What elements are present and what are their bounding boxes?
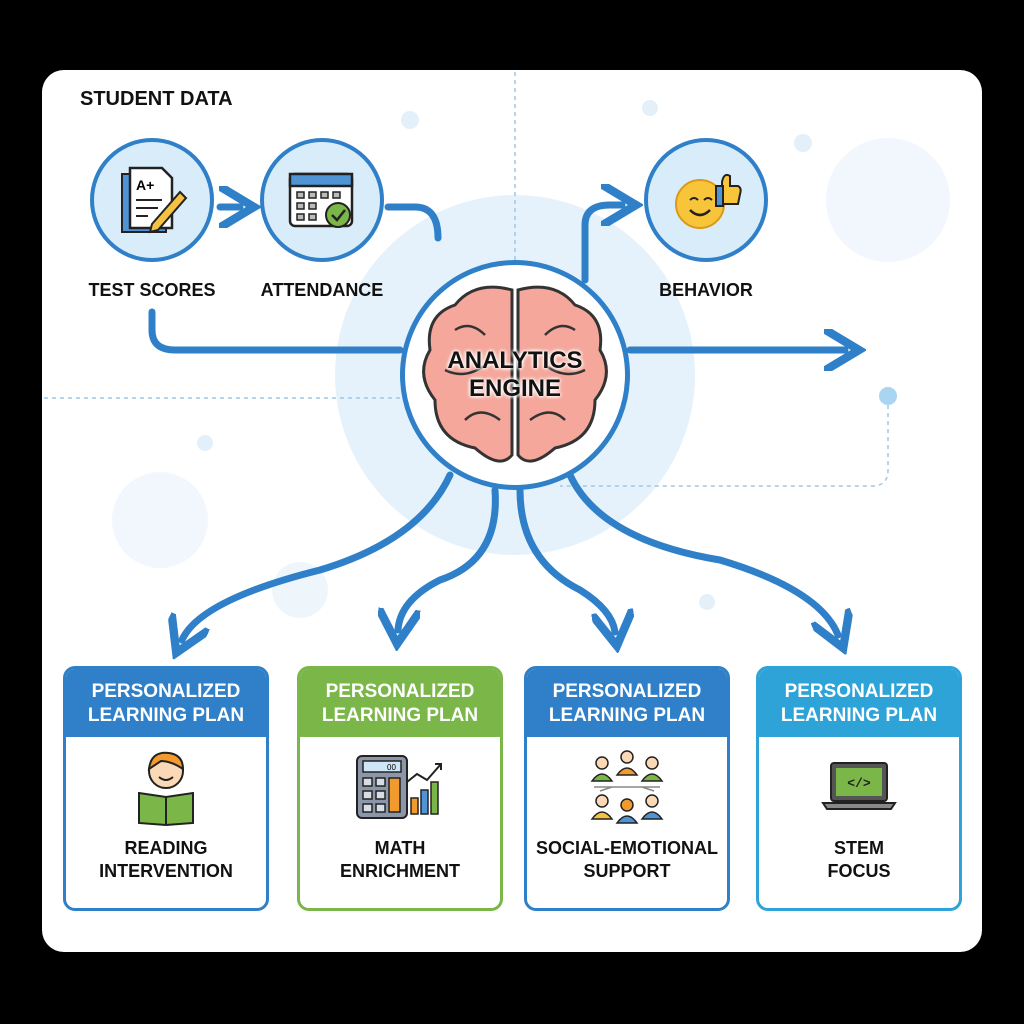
plan-card-math: PERSONALIZED LEARNING PLAN 00 MATH ENRIC… — [297, 666, 503, 911]
plan-card-social: PERSONALIZED LEARNING PLAN SOCIAL-EMOTIO… — [524, 666, 730, 911]
plan-name-line1: READING — [124, 838, 208, 858]
arrow-scores-engine — [148, 308, 404, 354]
plan-name-line2: FOCUS — [827, 861, 891, 881]
arrow-to-social — [516, 486, 615, 632]
arrow-to-math — [398, 486, 499, 630]
engine-title-line2: ENGINE — [468, 375, 561, 402]
brain-icon — [422, 285, 608, 463]
plan-header-line2: LEARNING PLAN — [87, 705, 245, 726]
plan-header: PERSONALIZED LEARNING PLAN — [759, 669, 959, 737]
test-scores-node: A+ — [90, 138, 214, 262]
calendar-check-icon — [288, 172, 354, 228]
plan-header: PERSONALIZED LEARNING PLAN — [66, 669, 266, 737]
plan-card-reading: PERSONALIZED LEARNING PLAN READING INTER… — [63, 666, 269, 911]
arrow-attendance-engine — [384, 203, 442, 242]
plan-name-line1: MATH — [374, 838, 426, 858]
arrow-to-stem — [566, 471, 838, 635]
plan-name-line2: ENRICHMENT — [340, 861, 460, 881]
plan-name-line1: STEM — [833, 838, 884, 858]
plan-header-line2: LEARNING PLAN — [321, 705, 479, 726]
test-paper-icon: A+ — [121, 166, 188, 234]
attendance-label: ATTENDANCE — [260, 280, 384, 300]
svg-text:</>: </> — [847, 776, 871, 791]
plan-header-line1: PERSONALIZED — [325, 681, 475, 702]
flow-arrows — [148, 203, 845, 640]
plan-header-line2: LEARNING PLAN — [780, 705, 938, 726]
laptop-code-icon: </> — [821, 762, 897, 810]
calc-display: 00 — [387, 763, 396, 772]
smiley-thumbs-up-icon — [675, 173, 742, 229]
plan-card-stem: PERSONALIZED LEARNING PLAN </> STEM FOCU… — [756, 666, 962, 911]
arrow-engine-behavior — [581, 205, 622, 284]
engine-title-line1: ANALYTICS — [447, 347, 583, 374]
plan-header-line1: PERSONALIZED — [784, 681, 934, 702]
plan-header-line1: PERSONALIZED — [91, 681, 241, 702]
arrow-to-reading — [182, 471, 454, 640]
plan-header: PERSONALIZED LEARNING PLAN — [527, 669, 727, 737]
plan-header: PERSONALIZED LEARNING PLAN — [300, 669, 500, 737]
plan-header-line2: LEARNING PLAN — [548, 705, 706, 726]
plan-name-line2: SUPPORT — [583, 861, 671, 881]
test-scores-label: TEST SCORES — [88, 280, 216, 300]
behavior-node — [644, 138, 768, 262]
analytics-engine: ANALYTICS ENGINE — [400, 260, 630, 490]
attendance-node — [260, 138, 384, 262]
behavior-label: BEHAVIOR — [659, 280, 753, 300]
plan-name-line1: SOCIAL-EMOTIONAL — [536, 838, 718, 858]
calculator-chart-icon: 00 — [356, 755, 442, 819]
plan-header-line1: PERSONALIZED — [552, 681, 702, 702]
section-title: STUDENT DATA — [80, 88, 233, 110]
group-people-icon — [590, 750, 664, 824]
svg-text:A+: A+ — [136, 177, 154, 193]
plan-name-line2: INTERVENTION — [99, 861, 233, 881]
child-reading-icon — [138, 751, 194, 827]
